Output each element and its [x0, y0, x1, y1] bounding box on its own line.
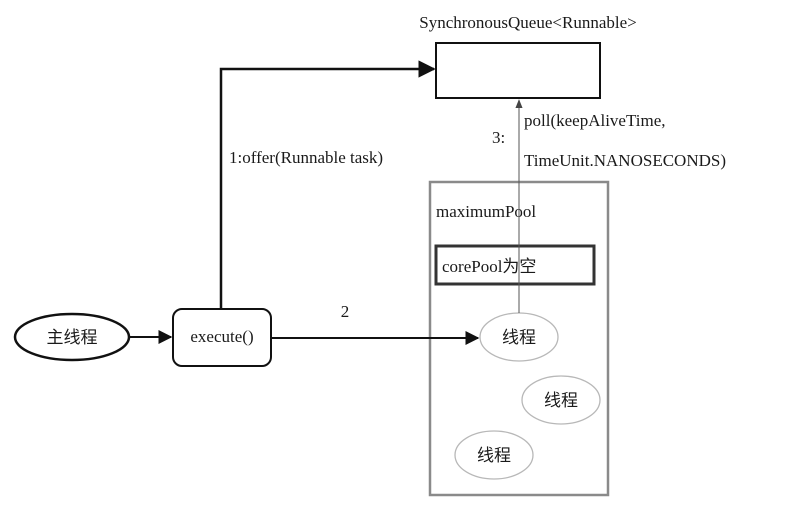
offer-label: 1:offer(Runnable task) — [229, 148, 383, 167]
queue-box — [435, 42, 601, 99]
thread-node-3 — [454, 430, 534, 480]
poll-step-label: 3: — [492, 128, 505, 147]
maximum-pool-title: maximumPool — [436, 202, 536, 221]
main-thread-label: 主线程 — [47, 328, 98, 347]
thread-label-1: 线程 — [502, 328, 536, 347]
poll-label-line-1: poll(keepAliveTime, — [524, 111, 666, 130]
queue-title: SynchronousQueue<Runnable> — [419, 13, 636, 32]
thread-label-2: 线程 — [544, 391, 578, 410]
main-thread-node — [13, 312, 131, 362]
execute-label: execute() — [190, 327, 253, 346]
poll-label-line-2: TimeUnit.NANOSECONDS) — [524, 151, 726, 170]
submit-label: 2 — [341, 302, 350, 321]
thread-label-3: 线程 — [477, 446, 511, 465]
core-pool-label: corePool为空 — [442, 257, 536, 276]
core-pool-box — [434, 244, 596, 286]
thread-node-2 — [521, 375, 601, 425]
offer-arrow — [219, 60, 436, 309]
